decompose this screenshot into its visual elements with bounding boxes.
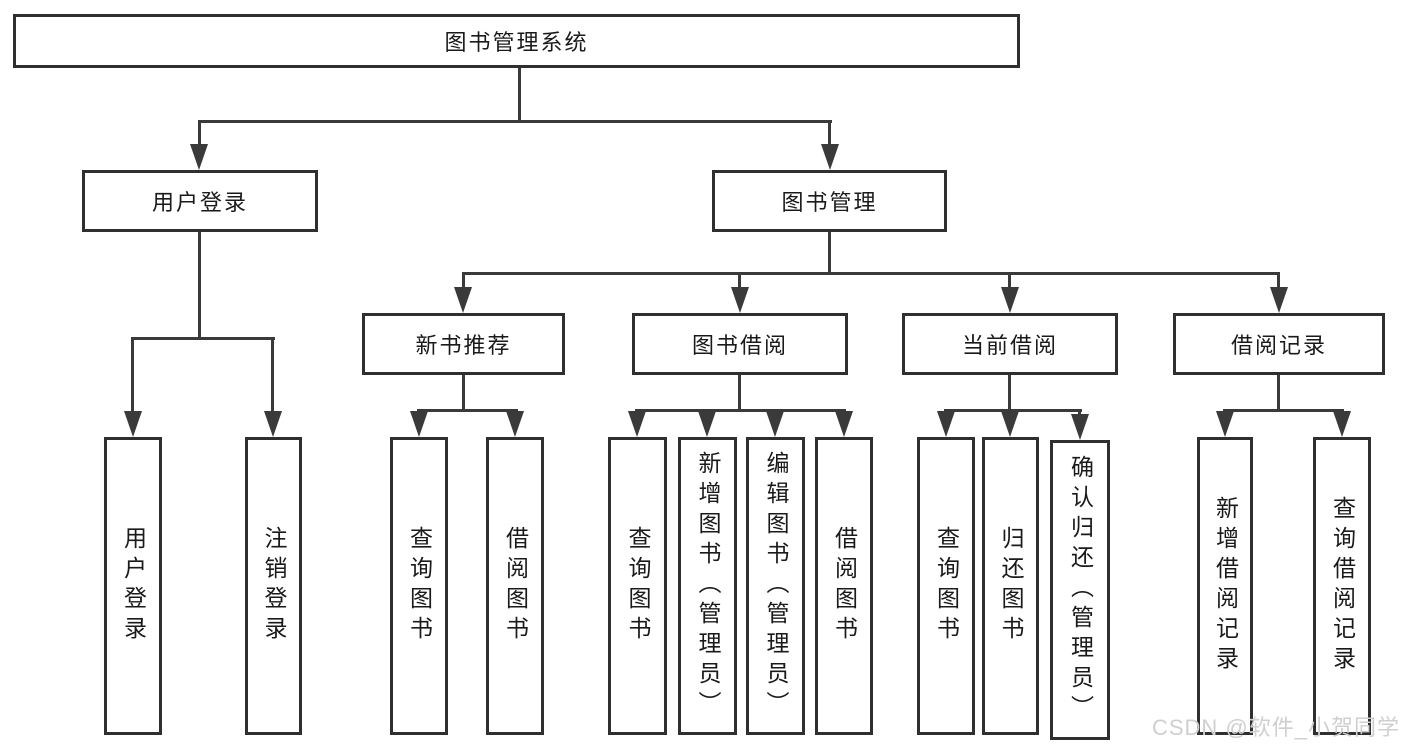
connector-line <box>1008 375 1011 411</box>
leaf-query-books-current: 查询图书 <box>917 437 975 735</box>
arrowhead-down-icon <box>937 411 955 437</box>
connector-line <box>1277 375 1280 411</box>
connector-line <box>1008 272 1011 289</box>
connector-line <box>131 337 134 413</box>
arrowhead-down-icon <box>731 287 749 313</box>
arrowhead-down-icon <box>835 411 853 437</box>
arrowhead-down-icon <box>264 411 282 437</box>
arrowhead-down-icon <box>454 287 472 313</box>
connector-line <box>417 409 518 412</box>
connector-line <box>198 120 832 123</box>
arrowhead-down-icon <box>410 411 428 437</box>
arrowhead-down-icon <box>1001 411 1019 437</box>
arrowhead-down-icon <box>1071 414 1089 440</box>
leaf-borrow-books-recommend: 借阅图书 <box>486 437 544 735</box>
connector-line <box>738 272 741 289</box>
leaf-user-login: 用户登录 <box>104 437 162 735</box>
leaf-logout: 注销登录 <box>245 437 302 735</box>
connector-line <box>131 337 275 340</box>
arrowhead-down-icon <box>124 411 142 437</box>
connector-line <box>198 120 201 146</box>
leaf-query-books-recommend: 查询图书 <box>390 437 448 735</box>
leaf-query-books-borrow: 查询图书 <box>608 437 667 735</box>
leaf-add-book-admin: 新增图书（管理员） <box>678 437 737 735</box>
node-current-borrow: 当前借阅 <box>902 313 1118 375</box>
arrowhead-down-icon <box>1270 287 1288 313</box>
leaf-return-book: 归还图书 <box>982 437 1039 735</box>
connector-line <box>1277 272 1280 289</box>
connector-line <box>462 272 1280 275</box>
node-borrow-records: 借阅记录 <box>1173 313 1385 375</box>
leaf-borrow-books: 借阅图书 <box>815 437 873 735</box>
connector-line <box>828 232 831 272</box>
node-user-login: 用户登录 <box>82 170 318 232</box>
arrowhead-down-icon <box>698 411 716 437</box>
leaf-confirm-return-admin: 确认归还（管理员） <box>1050 440 1110 740</box>
connector-line <box>462 272 465 289</box>
leaf-edit-book-admin: 编辑图书（管理员） <box>746 437 805 735</box>
node-library-management-system: 图书管理系统 <box>13 14 1020 68</box>
connector-line <box>518 68 521 120</box>
arrowhead-down-icon <box>821 144 839 170</box>
arrowhead-down-icon <box>1333 411 1351 437</box>
connector-line <box>271 337 274 413</box>
arrowhead-down-icon <box>506 411 524 437</box>
arrowhead-down-icon <box>1001 287 1019 313</box>
node-book-management: 图书管理 <box>712 170 947 232</box>
connector-line <box>1223 409 1344 412</box>
connector-line <box>1078 409 1081 417</box>
arrowhead-down-icon <box>628 411 646 437</box>
connector-line <box>198 232 201 337</box>
arrowhead-down-icon <box>190 144 208 170</box>
arrowhead-down-icon <box>1216 411 1234 437</box>
node-new-book-recommend: 新书推荐 <box>362 313 565 375</box>
connector-line <box>635 409 846 412</box>
watermark: CSDN @软件_小贺同学 <box>1151 715 1400 740</box>
leaf-add-borrow-record: 新增借阅记录 <box>1197 437 1253 735</box>
connector-line <box>738 375 741 411</box>
node-book-borrow: 图书借阅 <box>632 313 848 375</box>
arrowhead-down-icon <box>766 411 784 437</box>
leaf-query-borrow-record: 查询借阅记录 <box>1313 437 1371 735</box>
connector-line <box>944 409 1082 412</box>
connector-line <box>828 120 831 146</box>
connector-line <box>462 375 465 411</box>
